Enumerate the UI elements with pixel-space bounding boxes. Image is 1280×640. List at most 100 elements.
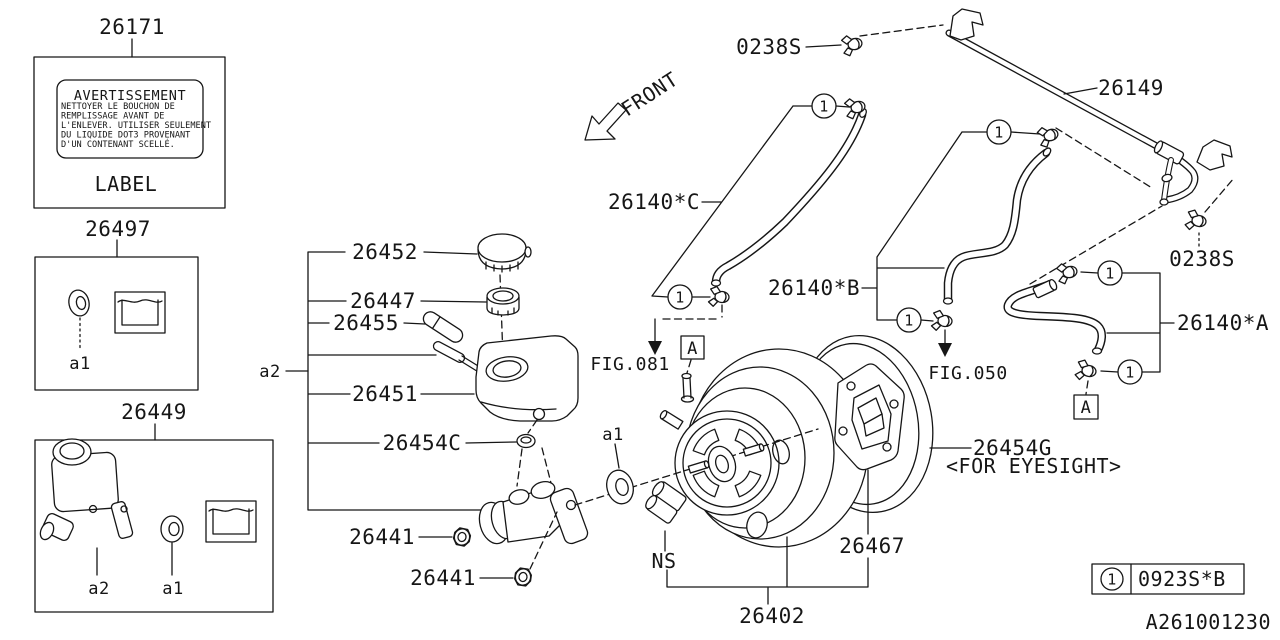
callout-1: 1 <box>994 124 1004 142</box>
clamp-icon <box>1183 208 1209 233</box>
part-number-26455: 26455 <box>333 311 399 335</box>
fig050-arrow-icon <box>938 343 952 357</box>
hose-26140B-icon <box>942 147 1052 305</box>
fig081-ref: FIG.081 <box>590 354 669 375</box>
part-number-26402: 26402 <box>739 604 805 628</box>
reservoir-group: a2 26452 26447 26455 <box>259 233 579 511</box>
reservoir-cap-icon <box>477 233 532 273</box>
callout-1-circle <box>667 284 693 310</box>
master-cylinder-icon <box>39 438 134 541</box>
front-arrow-icon <box>584 102 627 141</box>
gasket-plate-icon <box>834 363 905 471</box>
part-number-0238S: 0238S <box>736 35 802 59</box>
callout-1: 1 <box>675 289 685 307</box>
part-number-26449: 26449 <box>121 400 187 424</box>
hose-26140A-icon <box>1003 278 1106 355</box>
fig081-arrow-icon <box>648 341 662 355</box>
warning-line: DU LIQUIDE DOT3 PROVENANT <box>61 131 190 141</box>
front-label: FRONT <box>617 67 683 121</box>
clamp-icon <box>1054 259 1080 286</box>
pipe-26149-icon <box>945 8 1233 206</box>
plumbing-group: 26149 26140*C 1 1 FIG.081 A 0238S <box>590 8 1269 420</box>
legend-callout: 1 <box>1107 571 1117 589</box>
fig050-ref: FIG.050 <box>928 363 1007 384</box>
legend-callout-circle <box>1100 567 1124 591</box>
brake-booster-group: a1 NS 26467 26402 26454G <FOR EYESIGHT> <box>574 334 1122 628</box>
callout-1: 1 <box>1125 364 1135 382</box>
master-cylinder-kit-box-26449: 26449 a2 a1 <box>34 400 274 613</box>
callout-a1: a1 <box>602 425 623 445</box>
callout-a2: a2 <box>88 579 109 599</box>
booster-front-face <box>692 428 790 498</box>
repair-kit-box-26497: 26497 a1 <box>34 217 199 391</box>
reservoir-icon <box>475 335 579 422</box>
part-number-26441: 26441 <box>349 525 415 549</box>
ns-connector-icon <box>645 481 687 524</box>
warning-title: AVERTISSEMENT <box>74 88 186 104</box>
section-a-marker: A <box>1081 398 1092 418</box>
doc-number: A261001230 <box>1146 610 1271 634</box>
nut-icon <box>513 566 533 588</box>
fluid-container-icon <box>205 500 257 543</box>
clamp-icon <box>1073 358 1099 383</box>
part-number-26497: 26497 <box>85 217 151 241</box>
part-number-26454G: 26454G <box>973 436 1052 460</box>
section-a-marker: A <box>687 339 698 359</box>
callout-a1: a1 <box>69 354 90 374</box>
part-number-26447: 26447 <box>350 289 416 313</box>
section-a-box <box>680 335 705 360</box>
reservoir-grommet-icon <box>516 433 536 449</box>
callout-1-circle <box>896 307 922 333</box>
eyesight-note: <FOR EYESIGHT> <box>946 454 1122 478</box>
part-number-26467: 26467 <box>839 534 905 558</box>
callout-1-circle <box>986 119 1012 145</box>
part-number-26452: 26452 <box>352 240 418 264</box>
part-number-26451: 26451 <box>352 382 418 406</box>
front-direction-arrow: FRONT <box>584 67 683 141</box>
part-number-26140C: 26140*C <box>608 190 700 214</box>
hose-26140C-icon <box>710 108 867 287</box>
vacuum-port <box>680 372 695 403</box>
part-number-26140B: 26140*B <box>768 276 860 300</box>
callout-1-circle <box>1117 359 1143 385</box>
master-cylinder-group: 26441 26441 <box>349 481 589 590</box>
warning-label-box: 26171 AVERTISSEMENT NETTOYER LE BOUCHON … <box>33 15 226 209</box>
part-number-26441: 26441 <box>410 566 476 590</box>
cap-seal-icon <box>486 287 520 316</box>
part-number-26171: 26171 <box>99 15 165 39</box>
clamp-icon <box>930 309 954 333</box>
booster-stud <box>742 443 765 457</box>
booster-bolt <box>659 410 684 430</box>
callout-a1: a1 <box>162 579 183 599</box>
ns-label: NS <box>651 549 676 573</box>
fluid-container-icon <box>114 291 166 334</box>
callout-1: 1 <box>904 312 914 330</box>
booster-stud <box>687 460 710 474</box>
tube-icon <box>422 311 486 375</box>
nut-icon <box>451 526 473 548</box>
warning-line: REMPLISSAGE AVANT DE <box>61 112 164 122</box>
part-number-26140A: 26140*A <box>1177 311 1269 335</box>
legend: 1 0923S*B <box>1091 563 1245 595</box>
clamp-icon <box>1034 122 1062 150</box>
booster-hub <box>707 445 737 483</box>
section-a-box <box>1073 394 1099 420</box>
callout-a2: a2 <box>259 362 280 382</box>
warning-line: NETTOYER LE BOUCHON DE <box>61 102 175 112</box>
callout-1-circle <box>811 93 837 119</box>
legend-part-number: 0923S*B <box>1138 567 1226 591</box>
callout-1-circle <box>1097 260 1123 286</box>
part-number-26149: 26149 <box>1098 76 1164 100</box>
label-caption: LABEL <box>95 172 158 196</box>
seal-icon <box>606 469 634 505</box>
part-number-26454C: 26454C <box>383 431 462 455</box>
seal-icon <box>160 515 184 543</box>
clamp-icon <box>707 285 731 309</box>
callout-1: 1 <box>819 98 829 116</box>
part-number-0238S: 0238S <box>1169 247 1235 271</box>
warning-line: L'ENLEVER. UTILISER SEULEMENT <box>61 121 211 131</box>
warning-line: D'UN CONTENANT SCELLÉ. <box>61 138 175 150</box>
grommet-icon <box>68 289 90 317</box>
